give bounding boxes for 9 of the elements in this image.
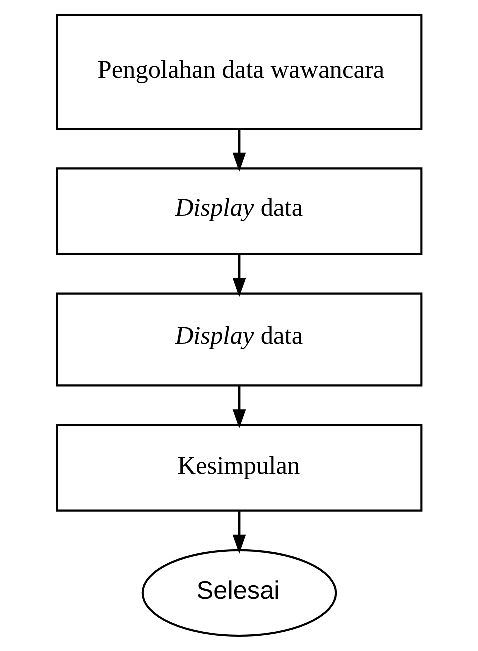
node-box: Pengolahan data wawancara <box>56 14 422 130</box>
arrow <box>232 386 246 429</box>
arrow <box>232 130 246 172</box>
node-box: Display data <box>56 292 422 387</box>
arrow <box>232 254 246 298</box>
arrow <box>232 510 246 554</box>
node-box: Kesimpulan <box>56 424 422 512</box>
node-box: Display data <box>56 168 422 256</box>
node-ellipse: Selesai <box>141 549 337 637</box>
